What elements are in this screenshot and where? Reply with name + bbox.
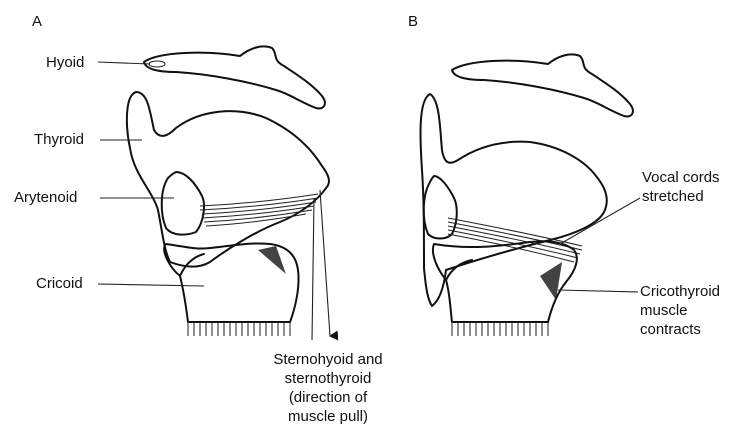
muscle-pull-arrow [320,190,330,336]
sterno-muscle-label: Sternohyoid and sternothyroid (direction… [258,350,398,426]
cricoid-leader [98,284,204,286]
hyoid-bone-b [452,54,633,116]
trachea-a [188,322,290,336]
cricoid-label: Cricoid [36,274,83,293]
sterno-line-1: Sternohyoid and [258,350,398,369]
trachea-b [452,322,548,336]
cricothyroid-muscle-a [258,246,286,274]
panel-a-drawing [98,46,330,340]
cricothyroid-label: Cricothyroid muscle contracts [640,282,720,339]
vocal-cords-leader [560,198,640,244]
cricothyroid-line-2: muscle [640,301,720,320]
thyroid-cartilage-a [127,92,329,267]
hyoid-leader [98,62,150,64]
vocal-cords-a [200,194,318,226]
panel-label-b: B [408,12,418,31]
thyroid-label: Thyroid [34,130,84,149]
hyoid-label: Hyoid [46,53,84,72]
vocal-cords-line-1: Vocal cords [642,168,720,187]
panel-b-drawing [420,54,640,336]
sterno-line-4: muscle pull) [258,407,398,426]
cricothyroid-line-1: Cricothyroid [640,282,720,301]
vocal-cords-label: Vocal cords stretched [642,168,720,206]
cricothyroid-line-3: contracts [640,320,720,339]
hyoid-bone-a [144,46,325,108]
panel-label-a: A [32,12,42,31]
vocal-cords-line-2: stretched [642,187,720,206]
sterno-line-3: (direction of [258,388,398,407]
arytenoid-cartilage-b [424,176,457,239]
vocal-cords-b [448,218,582,262]
arytenoid-cartilage-a [162,172,204,235]
arytenoid-label: Arytenoid [14,188,77,207]
cricothyroid-leader [558,290,638,292]
sterno-line-2: sternothyroid [258,369,398,388]
